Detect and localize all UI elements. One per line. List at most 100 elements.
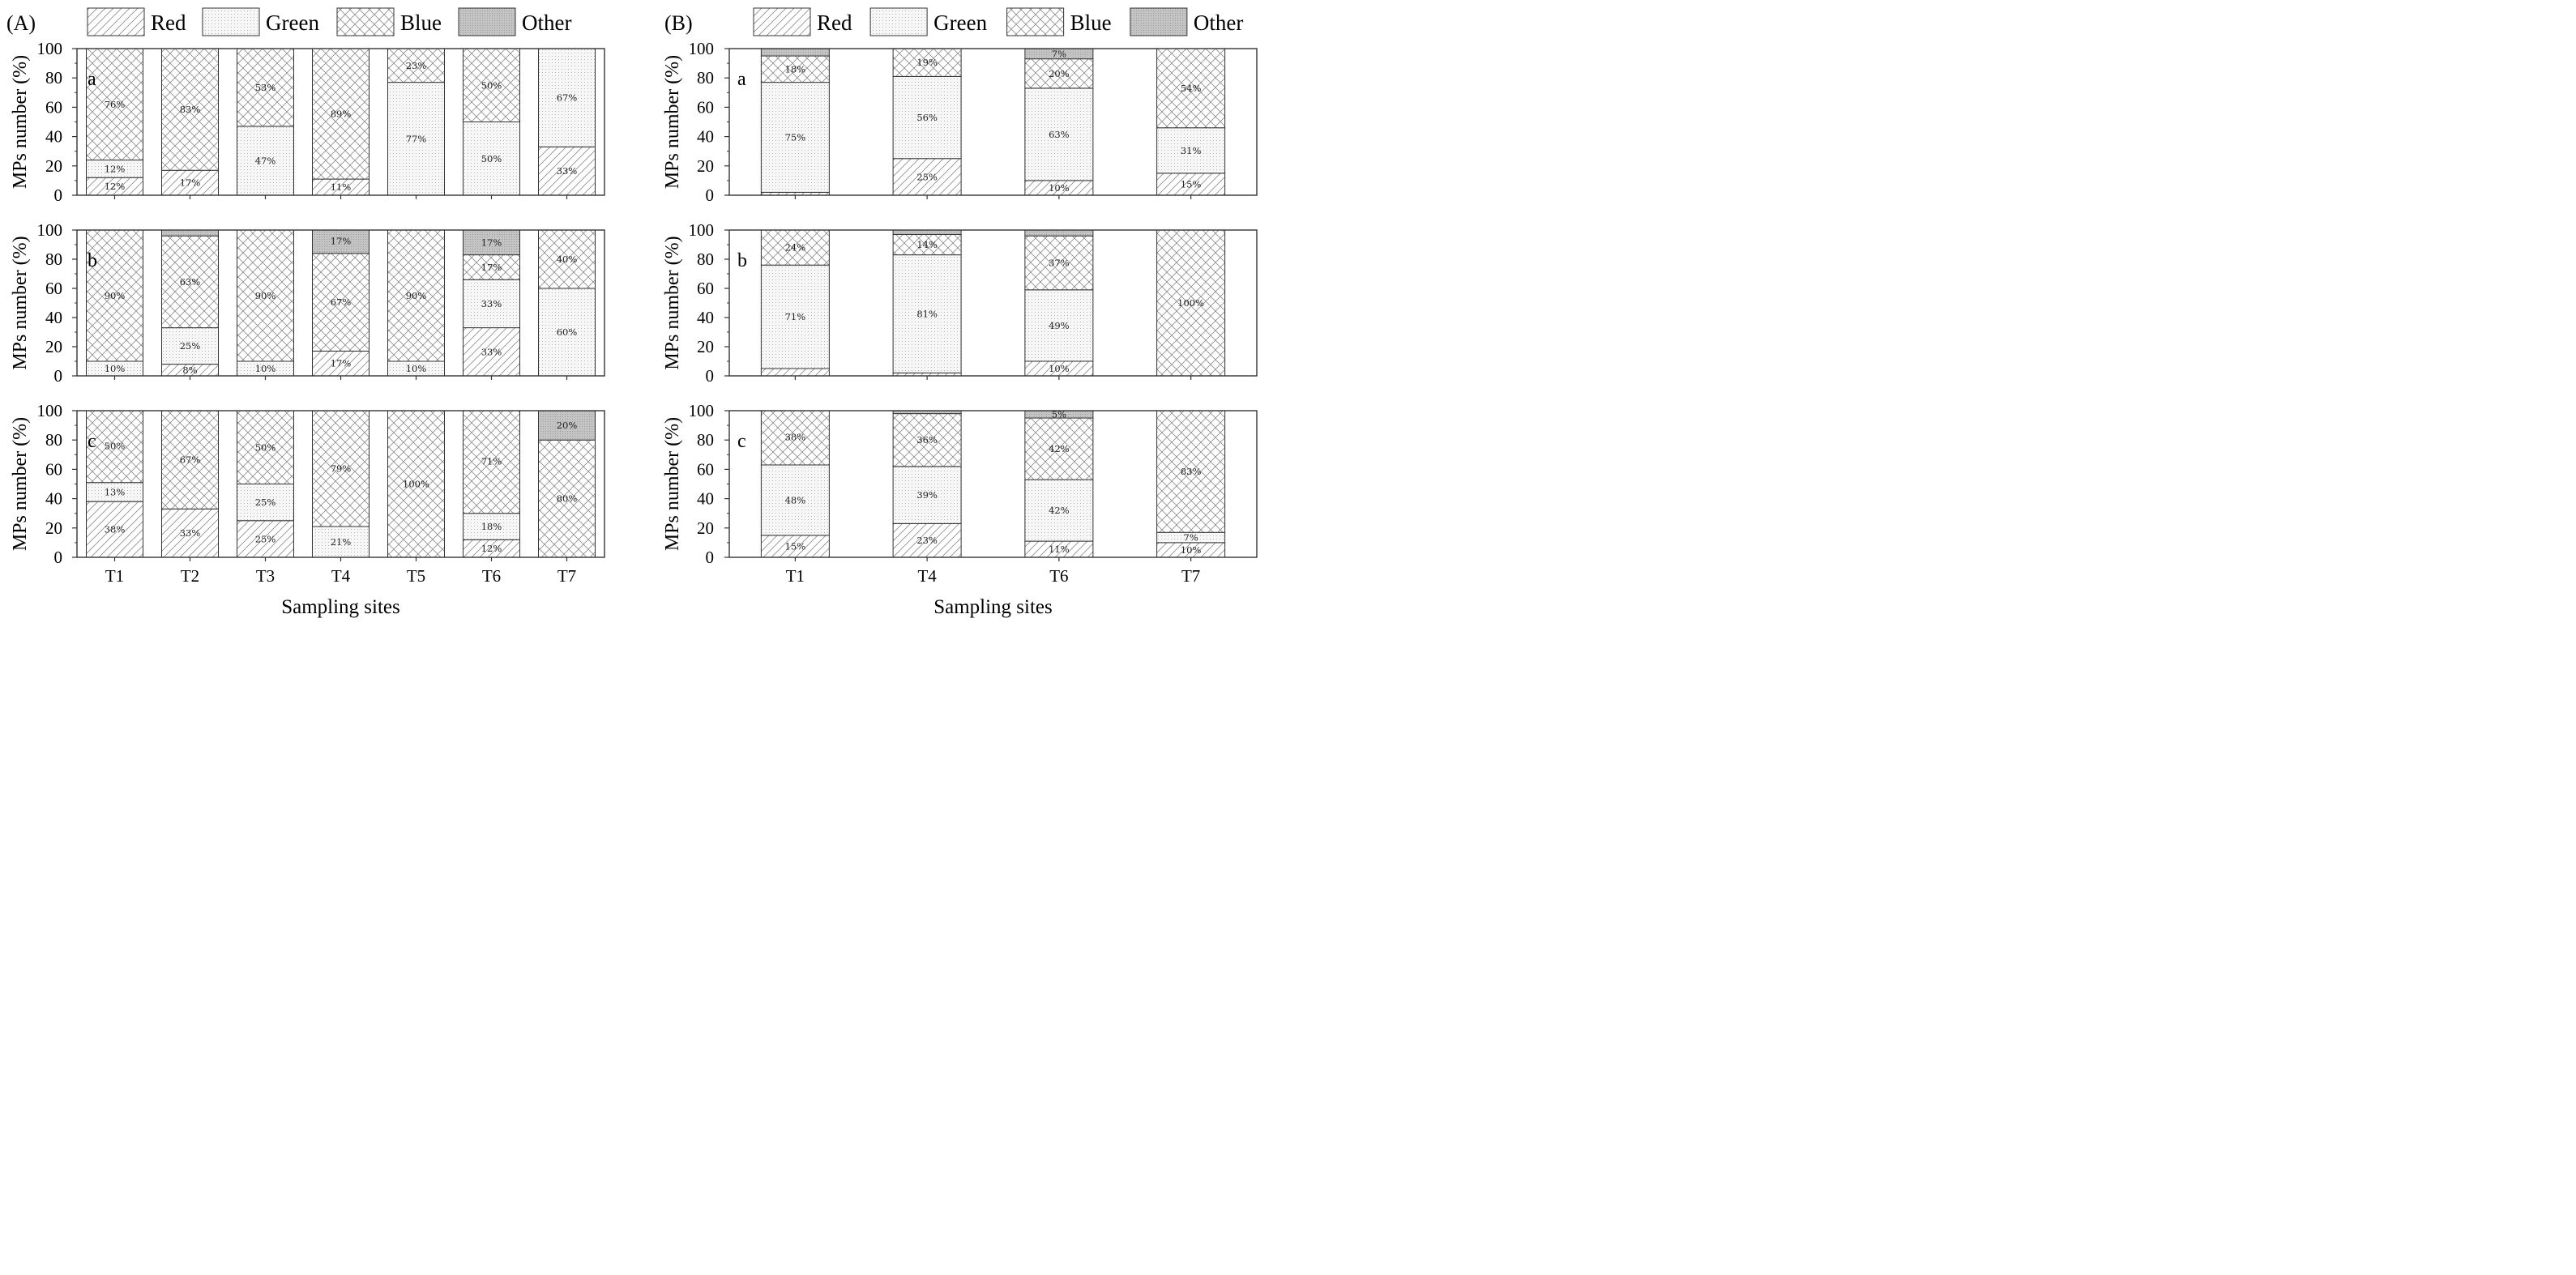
y-tick-label: 40 — [45, 489, 62, 509]
data-label: 83% — [1181, 466, 1202, 477]
data-label: 60% — [557, 326, 578, 338]
bar-blue-t3 — [237, 48, 294, 127]
data-label: 12% — [105, 163, 126, 174]
data-label: 18% — [481, 521, 502, 532]
y-tick-label: 20 — [45, 156, 62, 176]
data-label: 15% — [1181, 178, 1202, 190]
bar-other-t6 — [1024, 229, 1094, 237]
bar-blue-t6 — [463, 254, 520, 280]
legend-label: Other — [1194, 11, 1243, 35]
y-tick-label: 20 — [697, 337, 714, 356]
legend-item-green: Green — [869, 7, 988, 36]
bar-other-t2 — [161, 229, 219, 237]
y-tick-label: 60 — [45, 459, 62, 479]
data-label: 50% — [105, 440, 126, 451]
data-label: 11% — [1049, 544, 1070, 555]
bar-blue-t4 — [312, 410, 370, 527]
data-label: 42% — [1049, 443, 1070, 454]
data-label: 47% — [255, 155, 276, 166]
data-label: 56% — [916, 112, 938, 123]
data-label: 38% — [785, 432, 806, 443]
bar-blue-t1 — [760, 229, 830, 266]
bar-green-t3 — [237, 484, 294, 522]
x-tick-label: T3 — [256, 566, 275, 586]
legend-label: Green — [933, 11, 987, 35]
y-axis-label: MPs number (%) — [10, 55, 31, 189]
bar-red-t2 — [161, 508, 219, 558]
y-tick-label: 20 — [697, 518, 714, 538]
legend-swatch — [1130, 7, 1188, 36]
data-label: 10% — [1049, 182, 1070, 194]
bar-red-t1 — [760, 368, 830, 377]
bar-blue-t7 — [1156, 48, 1226, 129]
data-label: 37% — [1049, 258, 1070, 269]
data-label: 21% — [331, 536, 352, 548]
bar-blue-t3 — [237, 229, 294, 362]
bar-blue-t5 — [387, 229, 445, 362]
y-tick-label: 40 — [45, 308, 62, 327]
y-tick-label: 20 — [45, 518, 62, 538]
y-tick-label: 0 — [54, 366, 63, 386]
data-label: 90% — [255, 290, 276, 301]
y-tick-label: 40 — [697, 489, 714, 509]
data-label: 17% — [180, 177, 201, 189]
y-tick-label: 100 — [37, 401, 63, 420]
y-axis-label: MPs number (%) — [10, 236, 31, 369]
data-label: 23% — [406, 60, 427, 71]
y-tick-label: 40 — [45, 127, 62, 147]
data-label: 33% — [557, 165, 578, 177]
data-label: 63% — [1049, 129, 1070, 140]
x-tick-label: T6 — [1049, 566, 1068, 586]
subplot-b: 10%90%8%25%63%10%90%17%67%17%10%90%33%33… — [10, 220, 605, 386]
legend-label: Other — [522, 11, 571, 35]
y-tick-label: 80 — [697, 430, 714, 450]
y-tick-label: 60 — [697, 279, 714, 298]
legend-item-red: Red — [753, 7, 852, 36]
data-label: 83% — [180, 104, 201, 115]
data-label: 90% — [105, 290, 126, 301]
bar-blue-t5 — [387, 48, 445, 83]
data-label: 36% — [916, 434, 938, 446]
bar-blue-t6 — [1024, 417, 1094, 480]
bar-blue-t4 — [892, 48, 962, 77]
y-axis-label: MPs number (%) — [10, 417, 31, 551]
x-tick-label: T1 — [786, 566, 805, 586]
data-label: 38% — [105, 524, 126, 535]
bar-blue-t2 — [161, 48, 219, 171]
data-label: 11% — [331, 181, 352, 193]
data-label: 63% — [180, 276, 201, 288]
bar-blue-t4 — [312, 253, 370, 352]
data-label: 89% — [331, 109, 352, 120]
legend-item-blue: Blue — [336, 7, 442, 36]
bar-blue-t6 — [1024, 235, 1094, 291]
bar-blue-t1 — [760, 55, 830, 83]
data-label: 54% — [1181, 83, 1202, 94]
y-tick-label: 40 — [697, 308, 714, 327]
bar-red-t4 — [892, 522, 962, 558]
bar-blue-t1 — [86, 229, 143, 362]
legend-label: Blue — [400, 11, 442, 35]
legend-swatch — [458, 7, 516, 36]
legend-label: Blue — [1070, 11, 1112, 35]
bar-green-t6 — [463, 279, 520, 329]
subplot-b: 71%24%81%14%10%49%37%100%020406080100bMP… — [662, 220, 1258, 386]
y-axis-label: MPs number (%) — [662, 236, 683, 369]
bar-blue-t7 — [1156, 410, 1226, 533]
legend-label: Red — [817, 11, 852, 35]
data-label: 42% — [1049, 505, 1070, 516]
panel-label: (B) — [664, 11, 693, 35]
row-label: c — [737, 431, 746, 452]
bar-other-t4 — [892, 229, 962, 235]
subplot-c: 15%48%38%23%39%36%11%42%42%5%10%7%83%020… — [662, 401, 1258, 567]
data-label: 19% — [916, 57, 938, 68]
data-label: 24% — [785, 242, 806, 254]
data-label: 33% — [481, 298, 502, 309]
panel-label: (A) — [6, 11, 36, 35]
bar-red-t1 — [86, 501, 143, 558]
bar-green-t6 — [1024, 479, 1094, 542]
data-label: 33% — [180, 527, 201, 539]
row-label: a — [88, 69, 96, 90]
y-axis-label: MPs number (%) — [662, 417, 683, 551]
y-tick-label: 20 — [697, 156, 714, 176]
